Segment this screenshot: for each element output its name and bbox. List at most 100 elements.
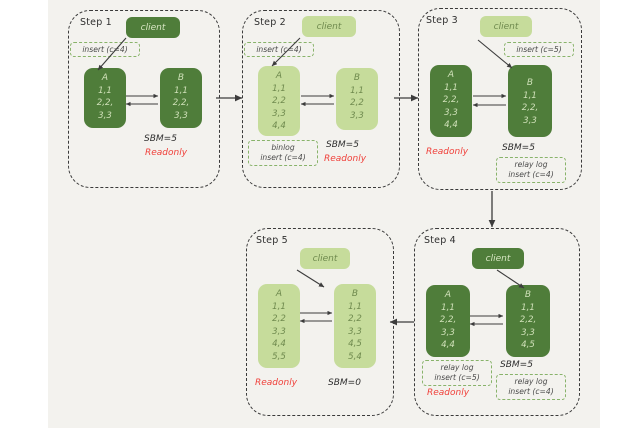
node-row: 2,2, [521, 103, 539, 113]
step-3-readonly: Readonly [426, 147, 469, 157]
step-2-insert-tag: insert (c=4) [244, 42, 314, 57]
step-1-node-a: A 1,1 2,2, 3,3 [84, 68, 126, 128]
step-5-client-node: client [300, 248, 350, 269]
node-row: 3,3 [174, 110, 188, 121]
node-row: 3,3 [441, 327, 455, 338]
tag-line-1: insert (c=4) [82, 44, 128, 54]
node-row: 4,4 [272, 339, 286, 349]
node-row: 5,4 [348, 351, 362, 362]
client-label: client [140, 22, 166, 33]
step-3-node-a: A 1,1 2,2, 3,3 4,4 [430, 65, 472, 137]
node-title: B [177, 73, 185, 83]
step-3-container [418, 8, 582, 190]
node-row: 2,2 [272, 96, 286, 106]
node-row: 2,2 [348, 314, 362, 324]
step-2-label: Step 2 [254, 17, 286, 28]
step-2-readonly: Readonly [324, 154, 367, 164]
node-row: 2,2, [172, 98, 190, 108]
node-row: 4,4 [272, 121, 286, 131]
step-2-node-a: A 1,1 2,2 3,3 4,4 [258, 66, 300, 136]
node-row: 3,3 [98, 110, 112, 121]
tag-line-1: binlog [271, 143, 295, 152]
tag-line-1: relay log [440, 363, 474, 372]
step-4-relay-tag-a: relay log insert (c=5) [422, 360, 492, 386]
node-title: A [447, 70, 455, 80]
node-row: 3,3 [523, 115, 537, 126]
step-4-node-b: B 1,1 2,2, 3,3 4,5 [506, 285, 550, 357]
client-label: client [493, 21, 519, 32]
node-row: 5,5 [272, 351, 286, 362]
tag-line-1: relay log [514, 160, 548, 169]
node-title: A [275, 289, 283, 299]
node-row: 1,1 [272, 83, 286, 94]
node-row: 1,1 [441, 302, 455, 313]
node-row: 1,1 [444, 82, 458, 93]
node-row: 1,1 [348, 301, 362, 312]
step-5-node-a: A 1,1 2,2 3,3 4,4 5,5 [258, 284, 300, 368]
tag-line-1: relay log [514, 377, 548, 386]
node-title: A [444, 290, 452, 300]
node-title: B [351, 289, 359, 299]
step-4-label: Step 4 [424, 235, 456, 246]
node-title: B [526, 78, 534, 88]
node-row: 3,3 [272, 108, 286, 119]
node-row: 2,2 [350, 98, 364, 108]
step-1-label: Step 1 [80, 17, 112, 28]
node-row: 1,1 [521, 302, 535, 313]
tag-line-1: insert (c=4) [256, 44, 302, 54]
step-4-client-node: client [472, 248, 524, 269]
node-row: 3,3 [521, 327, 535, 338]
node-row: 4,4 [441, 340, 455, 350]
tag-line-2: insert (c=5) [434, 373, 480, 382]
step-3-sbm: SBM=5 [502, 143, 535, 153]
node-row: 2,2, [519, 315, 537, 325]
node-row: 1,1 [272, 301, 286, 312]
step-1-sbm: SBM=5 [144, 134, 177, 144]
step-2-client-node: client [302, 16, 356, 37]
step-5-label: Step 5 [256, 235, 288, 246]
step-2-container [242, 10, 400, 188]
node-row: 1,1 [174, 85, 188, 96]
step-2-node-b: B 1,1 2,2 3,3 [336, 68, 378, 130]
node-row: 2,2, [442, 95, 460, 105]
step-2-sbm: SBM=5 [326, 140, 359, 150]
node-title: B [353, 73, 361, 83]
step-1-insert-tag: insert (c=4) [70, 42, 140, 57]
step-4-relay-tag-b: relay log insert (c=4) [496, 374, 566, 400]
step-4-readonly: Readonly [427, 388, 470, 398]
step-2-binlog-tag: binlog insert (c=4) [248, 140, 318, 166]
tag-line-1: insert (c=5) [516, 44, 562, 54]
step-3-client-node: client [480, 16, 532, 37]
client-label: client [316, 21, 342, 32]
step-5-sbm: SBM=0 [328, 378, 361, 388]
step-1-client-node: client [126, 17, 180, 38]
node-title: A [101, 73, 109, 83]
client-label: client [312, 253, 338, 264]
step-4-container [414, 228, 580, 416]
node-row: 2,2 [272, 314, 286, 324]
node-row: 1,1 [350, 85, 364, 96]
step-1-node-b: B 1,1 2,2, 3,3 [160, 68, 202, 128]
step-1-readonly: Readonly [145, 148, 188, 158]
step-5-node-b: B 1,1 2,2 3,3 4,5 5,4 [334, 284, 376, 368]
step-1-container [68, 10, 220, 188]
client-label: client [485, 253, 511, 264]
step-4-node-a: A 1,1 2,2, 3,3 4,4 [426, 285, 470, 357]
node-title: B [524, 290, 532, 300]
tag-line-2: insert (c=4) [508, 387, 554, 396]
tag-line-2: insert (c=4) [508, 170, 554, 179]
node-row: 2,2, [439, 315, 457, 325]
node-row: 3,3 [272, 326, 286, 337]
node-row: 1,1 [98, 85, 112, 96]
node-title: A [275, 71, 283, 81]
node-row: 3,3 [350, 110, 364, 121]
step-3-node-b: B 1,1 2,2, 3,3 [508, 65, 552, 137]
node-row: 3,3 [348, 326, 362, 337]
node-row: 2,2, [96, 98, 114, 108]
tag-line-2: insert (c=4) [260, 153, 306, 162]
node-row: 4,5 [348, 339, 362, 349]
step-3-label: Step 3 [426, 15, 458, 26]
node-row: 3,3 [444, 107, 458, 118]
node-row: 4,5 [521, 340, 535, 350]
